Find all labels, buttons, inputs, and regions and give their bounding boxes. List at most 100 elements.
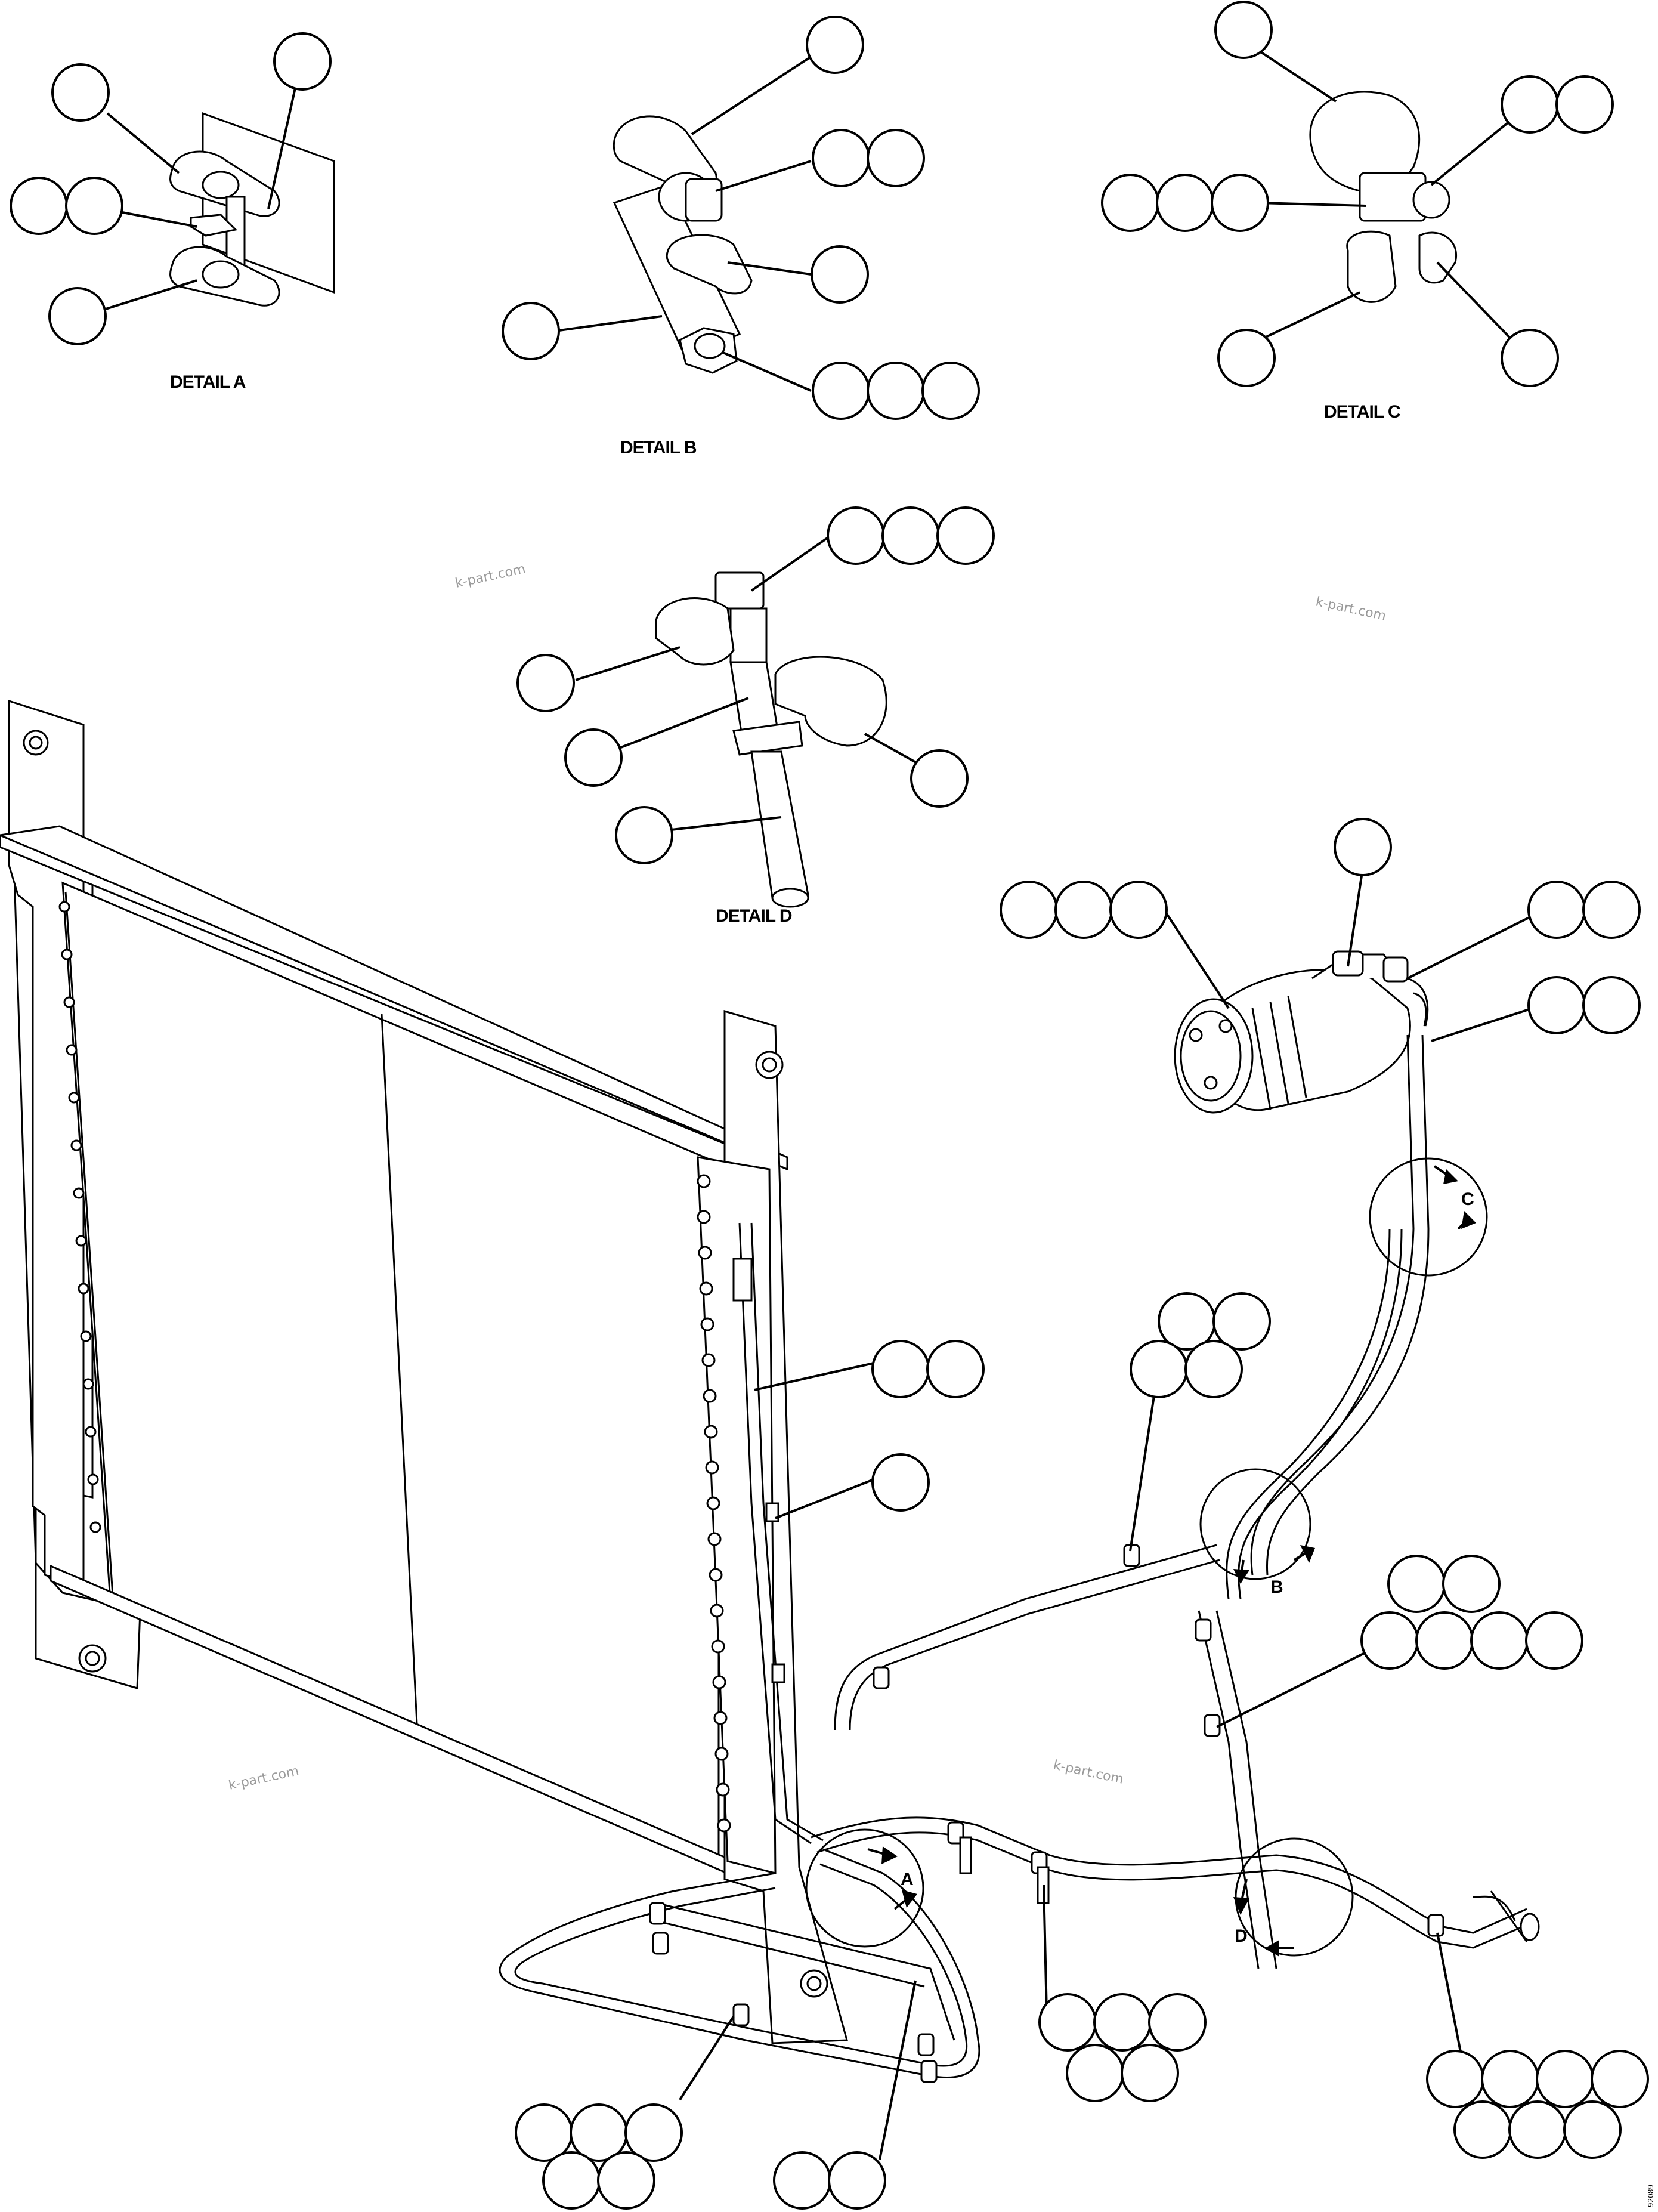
- callout-group: [871, 1453, 930, 1512]
- detail-b-label: DETAIL B: [620, 438, 697, 458]
- callout-bubble: [1387, 1555, 1446, 1613]
- callout-group: [1217, 329, 1276, 387]
- callout-group: [1360, 1611, 1583, 1670]
- callout-group: [51, 63, 110, 122]
- callout-bubble: [871, 1453, 930, 1512]
- callout-group: [812, 362, 980, 420]
- detail-d-label: DETAIL D: [716, 906, 792, 926]
- callout-bubble: [1000, 881, 1058, 939]
- callout-bubble: [1582, 976, 1641, 1034]
- callout-bubble: [812, 362, 870, 420]
- watermark: k-part.com: [1052, 1757, 1125, 1787]
- callout-bubble: [1442, 1555, 1501, 1613]
- detail-c-illustration: [1309, 91, 1458, 303]
- callout-group: [1501, 75, 1614, 134]
- callout-bubble: [1334, 818, 1392, 876]
- callout-group: [516, 654, 575, 712]
- callout-group: [910, 749, 969, 808]
- callout-group: [1334, 818, 1392, 876]
- callout-bubble: [1211, 174, 1269, 232]
- callout-group: [871, 1340, 985, 1398]
- callout-bubble: [1066, 2044, 1124, 2102]
- callout-bubble: [1156, 174, 1214, 232]
- callout-bubble: [516, 654, 575, 712]
- compressor-leaders: [1165, 867, 1533, 1042]
- callout-bubble: [1148, 1993, 1207, 2052]
- callout-group: [773, 2151, 886, 2210]
- callout-group: [1000, 881, 1168, 939]
- callout-group: [1527, 881, 1641, 939]
- callout-bubble: [542, 2151, 601, 2210]
- callout-bubble: [273, 32, 332, 91]
- callout-bubble: [1582, 881, 1641, 939]
- callout-group: [515, 2103, 683, 2210]
- detail-a-label: DETAIL A: [170, 372, 246, 392]
- callout-group: [1038, 1993, 1207, 2102]
- callout-group: [811, 245, 869, 304]
- callout-bubble: [881, 506, 940, 565]
- callout-bubble: [867, 362, 925, 420]
- view-letter-a: A: [901, 1870, 914, 1889]
- detail-b-leaders: [554, 55, 812, 392]
- detail-d-illustration: [655, 571, 887, 908]
- callout-bubble: [926, 1340, 985, 1398]
- watermark: k-part.com: [454, 562, 527, 591]
- view-marker-c: C: [1369, 1157, 1488, 1277]
- callout-group: [1426, 2050, 1649, 2159]
- callout-bubble: [1591, 2050, 1649, 2108]
- callout-bubble: [1501, 75, 1559, 134]
- callout-bubble: [827, 506, 885, 565]
- callout-bubble: [1360, 1611, 1419, 1670]
- callout-bubble: [48, 287, 107, 345]
- callout-bubble: [1415, 1611, 1474, 1670]
- callout-bubble: [921, 362, 980, 420]
- callout-bubble: [615, 806, 673, 864]
- callout-group: [1501, 329, 1559, 387]
- callout-bubble: [564, 728, 623, 787]
- detail-c-label: DETAIL C: [1324, 402, 1400, 422]
- callout-bubble: [910, 749, 969, 808]
- callout-bubble: [1536, 2050, 1594, 2108]
- callout-bubble: [773, 2151, 831, 2210]
- callout-group: [1130, 1292, 1271, 1398]
- callout-bubble: [1470, 1611, 1529, 1670]
- compressor: [1174, 950, 1429, 1114]
- callout-bubble: [51, 63, 110, 122]
- callout-bubble: [1501, 329, 1559, 387]
- watermark: k-part.com: [1314, 594, 1387, 623]
- callout-bubble: [1093, 1993, 1152, 2052]
- detail-b-illustration: [613, 115, 753, 374]
- callout-group: [273, 32, 332, 91]
- watermark: k-part.com: [227, 1764, 300, 1793]
- condenser-assembly: [0, 699, 848, 2044]
- view-marker-d: D: [1233, 1837, 1354, 1957]
- callout-group: [1101, 174, 1269, 232]
- callout-bubble: [828, 2151, 886, 2210]
- hose-routing: [499, 1034, 1540, 2083]
- callout-bubble: [1525, 1611, 1583, 1670]
- drawing-code: 92089: [1647, 2185, 1655, 2207]
- callout-bubble: [867, 129, 925, 187]
- callout-group: [564, 728, 623, 787]
- callout-bubble: [811, 245, 869, 304]
- callout-group: [806, 16, 864, 74]
- callout-bubble: [1481, 2050, 1539, 2108]
- callout-bubble: [502, 302, 560, 360]
- view-marker-a: A: [805, 1828, 924, 1948]
- callout-bubble: [1130, 1340, 1188, 1398]
- callout-group: [48, 287, 107, 345]
- callout-bubble: [624, 2103, 683, 2162]
- callout-bubble: [1212, 1292, 1271, 1351]
- callout-bubble: [1563, 2100, 1622, 2159]
- callout-bubble: [1054, 881, 1113, 939]
- callout-group: [10, 177, 123, 235]
- view-letter-b: B: [1270, 1577, 1283, 1597]
- callout-bubble: [1214, 1, 1273, 59]
- callout-bubble: [65, 177, 123, 235]
- header-fitting-column: [697, 1174, 731, 1833]
- view-letter-d: D: [1235, 1926, 1248, 1946]
- callout-bubble: [1121, 2044, 1179, 2102]
- callout-bubble: [1217, 329, 1276, 387]
- callout-bubble: [1527, 881, 1586, 939]
